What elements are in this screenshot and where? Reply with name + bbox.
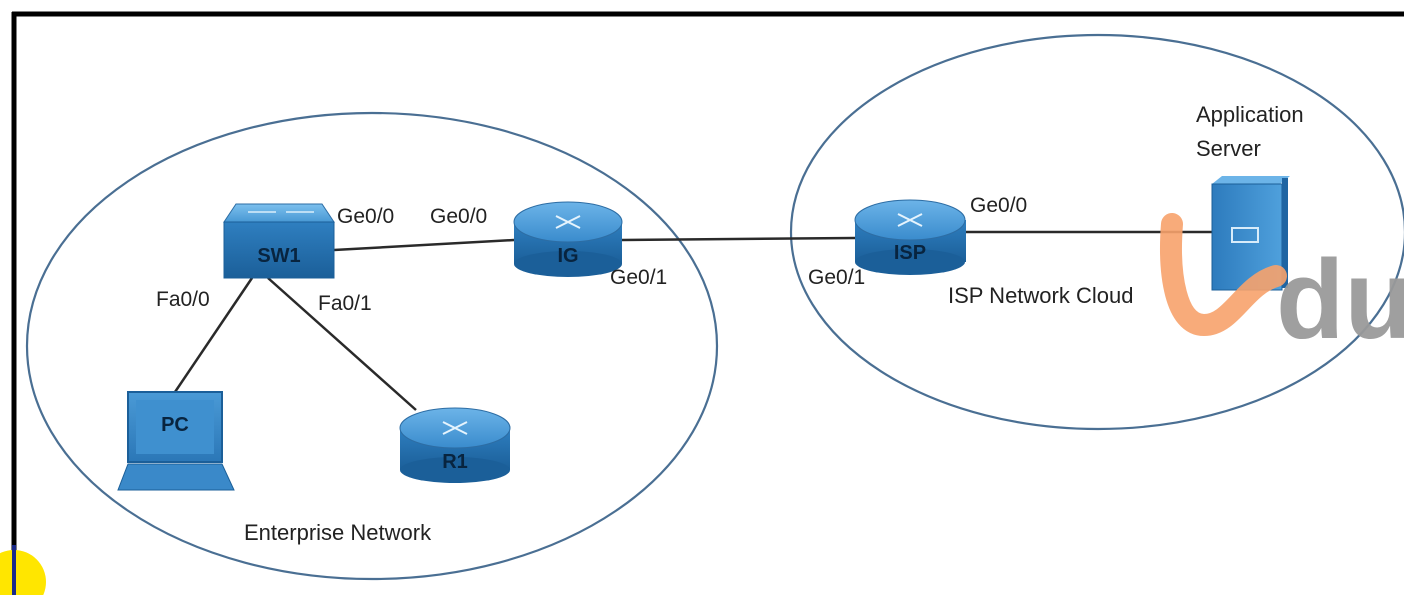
switch-sw1[interactable]: SW1 [223, 203, 335, 279]
link-ig-isp [621, 236, 856, 242]
application-server[interactable] [1211, 176, 1290, 291]
router-arrows-icon [442, 421, 468, 435]
link-sw1-ig [333, 238, 515, 252]
application-server-label-line1: Application [1196, 102, 1304, 127]
watermark-text: du [1276, 237, 1404, 362]
isp-network-cloud-label: ISP Network Cloud [948, 283, 1133, 308]
link-sw1-r1 [267, 277, 417, 411]
watermark-logo: du [1160, 213, 1404, 362]
router-arrows-icon [555, 215, 581, 229]
interface-label-isp-ge01: Ge0/1 [808, 266, 865, 289]
interface-label-sw1-fa01: Fa0/1 [318, 292, 372, 315]
interface-label-sw1-fa00: Fa0/0 [156, 288, 210, 311]
interface-label-ig-ge01: Ge0/1 [610, 266, 667, 289]
interface-label-ig-ge00: Ge0/0 [430, 205, 487, 228]
router-ig[interactable]: IG [513, 201, 623, 277]
ig-label: IG [557, 245, 578, 267]
interface-label-isp-ge00: Ge0/0 [970, 194, 1027, 217]
watermark-orange-swoosh [1160, 213, 1287, 337]
cursor-highlight [0, 545, 46, 595]
sw1-label: SW1 [257, 245, 300, 267]
router-isp[interactable]: ISP [854, 199, 966, 275]
router-r1[interactable]: R1 [399, 407, 511, 483]
isp-label: ISP [894, 242, 926, 264]
isp-network-cloud-zone [789, 33, 1404, 431]
router-arrows-icon [897, 213, 923, 227]
link-sw1-pc [173, 277, 254, 393]
pc-laptop[interactable]: PC [117, 391, 235, 491]
server-drive-icon [1231, 227, 1259, 243]
enterprise-network-label: Enterprise Network [244, 520, 432, 545]
application-server-label-line2: Server [1196, 136, 1261, 161]
r1-label: R1 [442, 451, 468, 473]
pc-label: PC [161, 414, 189, 436]
enterprise-network-zone [25, 111, 719, 581]
interface-label-sw1-ge00: Ge0/0 [337, 205, 394, 228]
